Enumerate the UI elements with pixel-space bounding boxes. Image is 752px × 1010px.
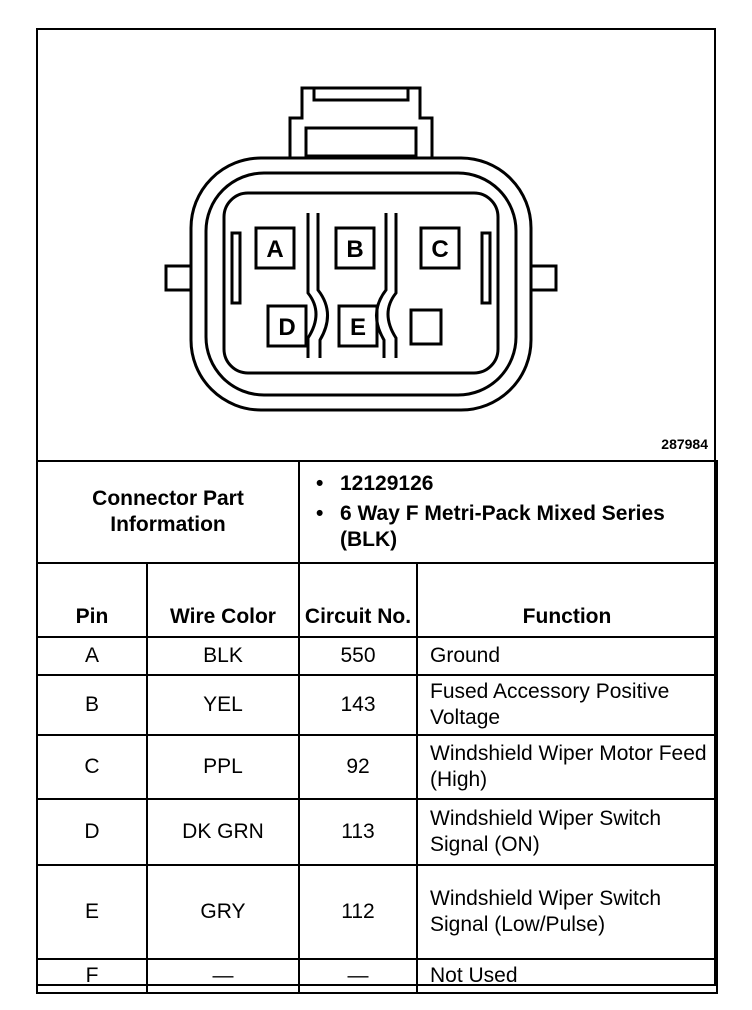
circuit-cell: 143 — [298, 674, 418, 736]
header-function: Function — [416, 562, 718, 638]
connector-diagram: A B C D E — [36, 28, 716, 460]
pin-table-header: Pin Wire Color Circuit No. Function — [36, 562, 718, 638]
function-cell: Fused Accessory Positive Voltage — [416, 674, 718, 736]
wire-color-cell: YEL — [146, 674, 300, 736]
header-wire-color: Wire Color — [146, 562, 300, 638]
connector-part-number: 12129126 — [308, 471, 716, 497]
wire-color-cell: GRY — [146, 864, 300, 960]
wire-color-cell: BLK — [146, 636, 300, 676]
pin-cell: B — [36, 674, 148, 736]
function-cell: Not Used — [416, 958, 718, 994]
table-row: F — — Not Used — [36, 958, 718, 994]
table-row: D DK GRN 113 Windshield Wiper Switch Sig… — [36, 798, 718, 866]
function-cell: Windshield Wiper Motor Feed (High) — [416, 734, 718, 800]
connector-drawing: A B C D E — [164, 86, 558, 412]
table-row: C PPL 92 Windshield Wiper Motor Feed (Hi… — [36, 734, 718, 800]
connector-info-table: Connector Part Information 12129126 6 Wa… — [36, 460, 718, 564]
circuit-cell: 113 — [298, 798, 418, 866]
pin-label-a: A — [266, 236, 283, 263]
connector-part-info-values: 12129126 6 Way F Metri-Pack Mixed Series… — [298, 460, 718, 564]
pin-cell: E — [36, 864, 148, 960]
table-row: A BLK 550 Ground — [36, 636, 718, 676]
header-pin: Pin — [36, 562, 148, 638]
pin-label-c: C — [431, 236, 448, 263]
pin-cell: A — [36, 636, 148, 676]
function-cell: Ground — [416, 636, 718, 676]
function-cell: Windshield Wiper Switch Signal (ON) — [416, 798, 718, 866]
circuit-cell: 92 — [298, 734, 418, 800]
pin-cell: C — [36, 734, 148, 800]
wire-color-cell: PPL — [146, 734, 300, 800]
pin-cell: D — [36, 798, 148, 866]
circuit-cell: 112 — [298, 864, 418, 960]
function-cell: Windshield Wiper Switch Signal (Low/Puls… — [416, 864, 718, 960]
figure-id: 287984 — [661, 436, 708, 452]
wire-color-cell: — — [146, 958, 300, 994]
circuit-cell: 550 — [298, 636, 418, 676]
pin-label-b: B — [346, 236, 363, 263]
pin-label-d: D — [278, 314, 295, 341]
pin-cell: F — [36, 958, 148, 994]
table-row: E GRY 112 Windshield Wiper Switch Signal… — [36, 864, 718, 960]
connector-part-info-label: Connector Part Information — [36, 460, 300, 564]
wire-color-cell: DK GRN — [146, 798, 300, 866]
circuit-cell: — — [298, 958, 418, 994]
header-circuit-no: Circuit No. — [298, 562, 418, 638]
pin-label-e: E — [350, 314, 366, 341]
pin-table: Pin Wire Color Circuit No. Function A BL… — [36, 562, 718, 994]
connector-description: 6 Way F Metri-Pack Mixed Series (BLK) — [308, 501, 716, 553]
table-row: B YEL 143 Fused Accessory Positive Volta… — [36, 674, 718, 736]
